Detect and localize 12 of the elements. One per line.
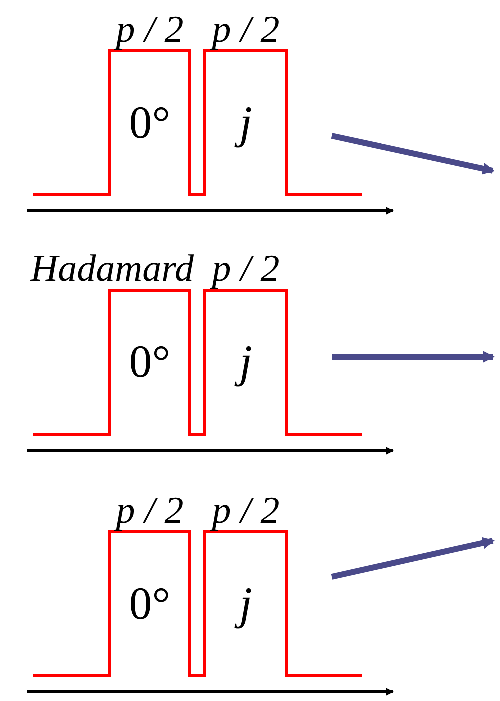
phase-label: 0° (128, 337, 172, 387)
phase-label: j (203, 337, 289, 387)
pulse-label: p / 2 (116, 10, 184, 50)
phase-label: 0° (128, 579, 172, 629)
pulse-label: p / 2 (116, 491, 184, 531)
phase-label: 0° (128, 98, 172, 148)
phase-label: j (203, 579, 289, 629)
pulse-label: p / 2 (212, 249, 280, 289)
pulse-label: p / 2 (212, 491, 280, 531)
pulse-label: Hadamard (30, 249, 194, 289)
phase-label: j (203, 98, 289, 148)
pulse-label: p / 2 (212, 10, 280, 50)
